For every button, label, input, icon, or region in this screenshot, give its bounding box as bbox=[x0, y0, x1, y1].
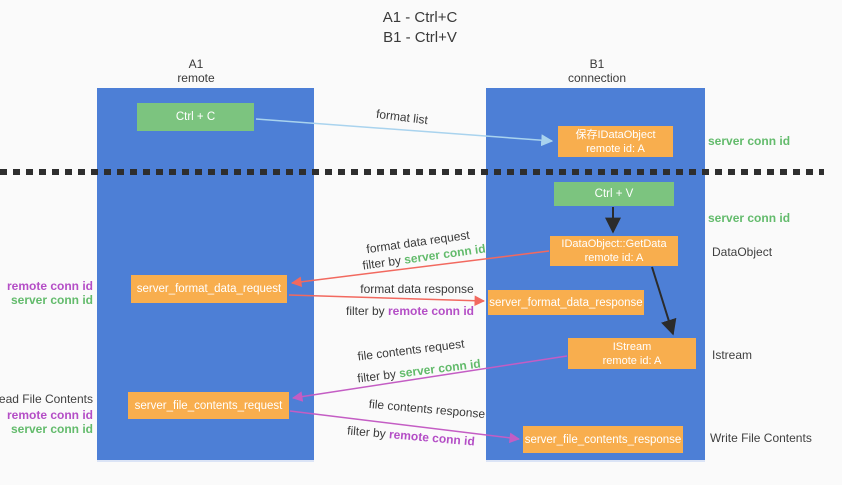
lane-left-role: remote bbox=[177, 71, 215, 85]
title-line-1: A1 - Ctrl+C bbox=[382, 9, 458, 26]
filter-by-prefix: filter by bbox=[346, 423, 390, 442]
node-ctrl-v: Ctrl + V bbox=[554, 182, 674, 206]
node-file-response-label: server_file_contents_response bbox=[524, 433, 682, 446]
node-idataobject-getdata: IDataObject::GetData remote id: A bbox=[550, 236, 678, 266]
label-write-file-contents: Write File Contents bbox=[710, 431, 812, 445]
edge-label-filter-by-remote-conn-id-1: filter by remote conn id bbox=[346, 304, 474, 318]
session-divider-dotted-line bbox=[0, 169, 824, 175]
lane-left-name: A1 bbox=[188, 57, 204, 71]
remote-conn-id-highlight: remote conn id bbox=[388, 427, 476, 449]
node-server-file-contents-response: server_file_contents_response bbox=[523, 426, 683, 453]
node-istream: IStream remote id: A bbox=[568, 338, 696, 369]
label-server-conn-id-right-top: server conn id bbox=[708, 134, 791, 148]
edge-label-format-data-response: format data response bbox=[360, 282, 474, 296]
node-getdata-line1: IDataObject::GetData bbox=[561, 238, 667, 250]
server-conn-id-highlight: server conn id bbox=[398, 356, 482, 381]
node-format-response-label: server_format_data_response bbox=[489, 296, 643, 309]
node-getdata-line2: remote id: A bbox=[584, 252, 644, 264]
node-format-request-label: server_format_data_request bbox=[136, 283, 282, 295]
label-remote-conn-id-left-bottom: remote conn id bbox=[6, 408, 93, 422]
node-save-idataobject: 保存IDataObject remote id: A bbox=[558, 126, 673, 157]
label-remote-conn-id-left-top: remote conn id bbox=[6, 279, 93, 293]
node-istream-line1: IStream bbox=[612, 340, 652, 353]
lane-right-name: B1 bbox=[589, 57, 605, 71]
label-istream: Istream bbox=[712, 348, 753, 362]
node-save-idataobject-line2: remote id: A bbox=[586, 142, 645, 155]
node-save-idataobject-line1: 保存IDataObject bbox=[575, 128, 656, 141]
label-dataobject: DataObject bbox=[712, 245, 773, 259]
filter-by-prefix: filter by bbox=[356, 366, 400, 386]
node-server-file-contents-request: server_file_contents_request bbox=[128, 392, 289, 419]
title-line-2: B1 - Ctrl+V bbox=[383, 29, 457, 46]
lane-right-role: connection bbox=[567, 71, 627, 85]
filter-by-prefix: filter by bbox=[345, 304, 388, 318]
diagram-title: A1 - Ctrl+C B1 - Ctrl+V bbox=[310, 8, 530, 48]
node-ctrl-v-label: Ctrl + V bbox=[594, 188, 634, 200]
remote-conn-id-highlight: remote conn id bbox=[388, 304, 475, 318]
node-istream-line2: remote id: A bbox=[602, 354, 662, 367]
label-server-conn-id-left-bottom: server conn id bbox=[10, 422, 93, 436]
node-file-request-label: server_file_contents_request bbox=[134, 399, 283, 412]
edge-label-file-contents-response: file contents response bbox=[368, 396, 486, 422]
edge-label-format-list: format list bbox=[375, 106, 429, 128]
label-server-conn-id-right-mid: server conn id bbox=[708, 211, 791, 225]
lane-header-left: A1 remote bbox=[136, 57, 256, 85]
lane-header-right: B1 connection bbox=[537, 57, 657, 85]
node-server-format-data-request: server_format_data_request bbox=[131, 275, 287, 303]
label-server-conn-id-left-top: server conn id bbox=[10, 293, 93, 307]
label-read-file-contents: Read File Contents bbox=[0, 392, 93, 406]
node-server-format-data-response: server_format_data_response bbox=[488, 290, 644, 315]
edge-label-filter-by-remote-conn-id-2: filter by remote conn id bbox=[347, 423, 476, 448]
node-ctrl-c: Ctrl + C bbox=[137, 103, 254, 131]
node-ctrl-c-label: Ctrl + C bbox=[175, 111, 216, 123]
